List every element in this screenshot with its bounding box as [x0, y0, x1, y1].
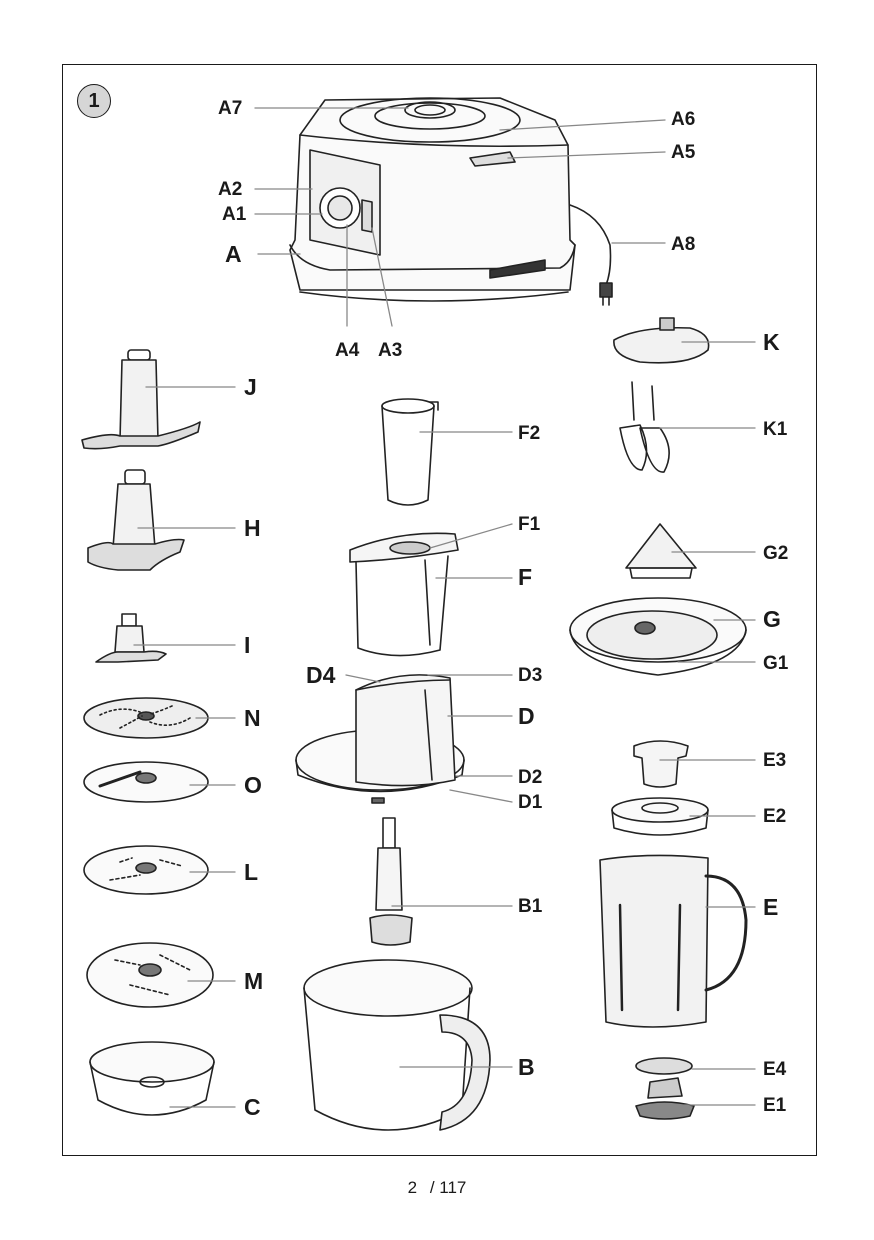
label-e3: E3 [763, 750, 787, 771]
figure-number-badge: 1 [77, 84, 111, 118]
label-a3: A3 [378, 340, 403, 361]
pusher-e3-drawing [633, 740, 689, 788]
pusher-f2-drawing [381, 398, 439, 506]
label-o: O [244, 772, 262, 798]
label-d4: D4 [306, 662, 336, 688]
label-d2: D2 [518, 767, 543, 788]
label-c: C [244, 1094, 261, 1120]
label-k: K [763, 329, 780, 355]
page-number: 2 [407, 1178, 418, 1197]
label-a8: A8 [671, 234, 696, 255]
jug-e-drawing [599, 854, 748, 1028]
label-a5: A5 [671, 142, 696, 163]
label-g1: G1 [763, 653, 789, 674]
label-d: D [518, 703, 535, 729]
label-b1: B1 [518, 896, 543, 917]
label-d1: D1 [518, 792, 543, 813]
leader-lines [133, 107, 756, 1108]
label-j: J [244, 374, 257, 400]
label-e1: E1 [763, 1095, 787, 1116]
whisks-k1-drawing [619, 381, 670, 473]
label-f: F [518, 564, 533, 590]
lid-e2-drawing [611, 797, 709, 836]
knife-h-drawing [87, 469, 185, 571]
blade-e1-drawing [635, 1077, 695, 1120]
page-footer: 2 / 117 [0, 1178, 874, 1198]
label-a4: A4 [335, 340, 360, 361]
label-b: B [518, 1054, 535, 1080]
disc-o-drawing [83, 761, 209, 803]
work-bowl-b-drawing [303, 959, 491, 1131]
label-e2: E2 [763, 806, 787, 827]
cone-g2-drawing [625, 523, 697, 579]
disc-l-drawing [83, 845, 209, 895]
knife-j-drawing [81, 349, 201, 450]
drive-shaft-b1-drawing [369, 817, 413, 946]
label-n: N [244, 705, 261, 731]
label-a1: A1 [222, 204, 247, 225]
bowl-c-drawing [89, 1041, 215, 1116]
figure-frame [62, 64, 817, 1156]
label-f2: F2 [518, 423, 541, 444]
disc-m-drawing [86, 942, 214, 1008]
label-f1: F1 [518, 514, 541, 535]
label-a7: A7 [218, 98, 243, 119]
seal-e4-drawing [635, 1057, 693, 1075]
label-a: A [225, 241, 242, 267]
motor-base-drawing [289, 97, 613, 306]
knife-i-drawing [95, 613, 167, 663]
label-g: G [763, 606, 781, 632]
label-d3: D3 [518, 665, 543, 686]
lid-d-drawing [295, 674, 465, 804]
disc-n-drawing [83, 697, 209, 739]
label-e: E [763, 894, 779, 920]
label-m: M [244, 968, 264, 994]
label-a6: A6 [671, 109, 696, 130]
label-h: H [244, 515, 261, 541]
label-a2: A2 [218, 179, 243, 200]
page-total: / 117 [429, 1178, 467, 1197]
label-i: I [244, 632, 251, 658]
label-l: L [244, 859, 259, 885]
juicer-g-drawing [569, 597, 747, 676]
label-g2: G2 [763, 543, 789, 564]
label-e4: E4 [763, 1059, 787, 1080]
feed-tube-f-drawing [349, 532, 459, 657]
mixer-k-drawing [613, 317, 710, 364]
label-k1: K1 [763, 419, 788, 440]
